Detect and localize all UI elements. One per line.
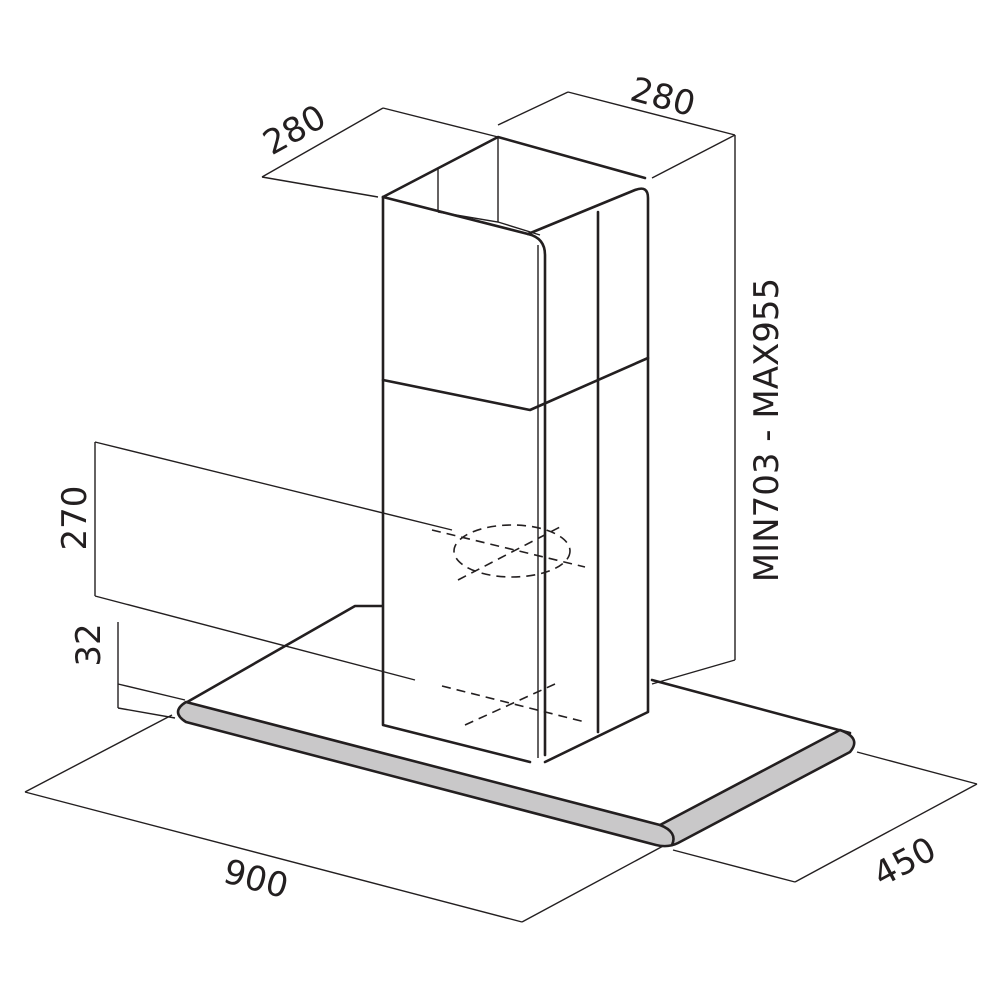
- dim-280-width-line: [567, 91, 736, 136]
- duct-axis-b: [457, 526, 561, 581]
- canopy-corner-curve: [658, 823, 675, 847]
- dim-900-line: [24, 791, 523, 923]
- duct-axis-a: [431, 529, 586, 568]
- label-canopy-thickness: 32: [69, 623, 109, 666]
- dim-32-top-ext: [117, 683, 186, 701]
- dim-450-line: [794, 783, 978, 883]
- base-axis-a: [441, 685, 586, 723]
- chimney-front-corner: [381, 195, 547, 757]
- chimney: [381, 135, 650, 764]
- dim-270-bottom-ext: [94, 595, 416, 681]
- dimension-labels: 280 280 MIN703 - MAX955 270 32 900 450: [55, 70, 943, 907]
- dim-32-bottom-ext: [117, 707, 176, 719]
- chimney-front-left-face: [381, 195, 532, 764]
- dim-280-depth-bottom-ext: [261, 176, 379, 198]
- dim-280-depth-line: [261, 107, 384, 178]
- canopy-front-rim: [176, 700, 856, 848]
- dim-450-front-ext: [672, 849, 796, 883]
- label-chimney-width: 280: [626, 70, 699, 125]
- duct-outlet: [431, 524, 586, 726]
- duct-ellipse: [453, 524, 571, 578]
- chimney-right-face: [526, 187, 650, 764]
- label-duct-height: 270: [55, 486, 95, 551]
- label-hood-depth: 450: [867, 829, 943, 895]
- hood-canopy: [176, 604, 856, 848]
- dim-270-top-ext: [94, 441, 453, 531]
- label-chimney-depth: 280: [257, 97, 333, 163]
- dimension-lines: [24, 91, 978, 923]
- dim-height-bottom-ext: [651, 659, 736, 685]
- dim-450-back-ext: [856, 751, 978, 785]
- dim-280-depth-top-ext: [382, 107, 499, 138]
- chimney-top-back: [381, 135, 647, 199]
- canopy-left-edge: [180, 604, 384, 707]
- dim-900-right-ext: [521, 844, 666, 923]
- dim-280-width-right-ext: [651, 134, 736, 179]
- dim-280-width-left-ext: [497, 91, 569, 126]
- canopy-back-right-edge: [650, 678, 852, 735]
- dim-900-left-ext: [24, 714, 173, 793]
- base-axis-b: [464, 683, 556, 726]
- label-height-range: MIN703 - MAX955: [747, 278, 787, 582]
- chimney-section-split: [381, 356, 650, 412]
- label-hood-width: 900: [219, 852, 292, 907]
